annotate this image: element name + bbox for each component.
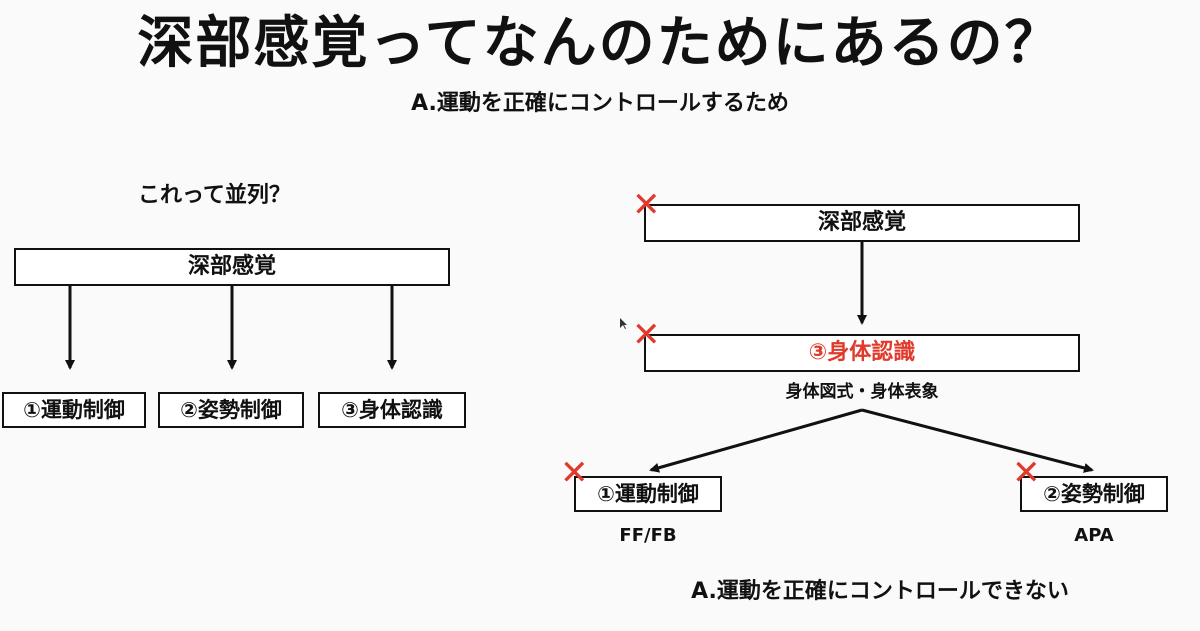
- mouse-cursor-icon: [620, 318, 627, 329]
- cross-mark-icon: ✕: [560, 453, 589, 493]
- right-arrow-to-motor-control: [649, 408, 863, 473]
- cross-mark-icon: ✕: [632, 185, 661, 225]
- right-arrow-to-posture-control: [861, 408, 1094, 473]
- ff-fb-caption: FF/FB: [619, 525, 677, 546]
- right-motor-control-box: ①運動制御: [574, 476, 722, 512]
- left-deep-sensation-box: 深部感覚: [14, 248, 450, 286]
- right-posture-control-box: ②姿勢制御: [1020, 476, 1168, 512]
- conclusion-text: A.運動を正確にコントロールできない: [691, 579, 1069, 604]
- left-motor-control-box: ①運動制御: [2, 392, 146, 428]
- left-posture-control-box: ②姿勢制御: [158, 392, 304, 428]
- slide-title: 深部感覚ってなんのためにあるの？: [137, 11, 1063, 76]
- body-schema-caption: 身体図式・身体表象: [785, 382, 939, 402]
- left-body-recognition-box: ③身体認識: [318, 392, 466, 428]
- cross-mark-icon: ✕: [632, 315, 661, 355]
- cross-mark-icon: ✕: [1012, 453, 1041, 493]
- slide-subtitle: A.運動を正確にコントロールするため: [411, 91, 789, 116]
- right-deep-sensation-box: 深部感覚: [644, 204, 1080, 242]
- question-text: これって並列？: [138, 183, 291, 208]
- right-body-recognition-box: ③身体認識: [644, 334, 1080, 372]
- apa-caption: APA: [1074, 525, 1114, 546]
